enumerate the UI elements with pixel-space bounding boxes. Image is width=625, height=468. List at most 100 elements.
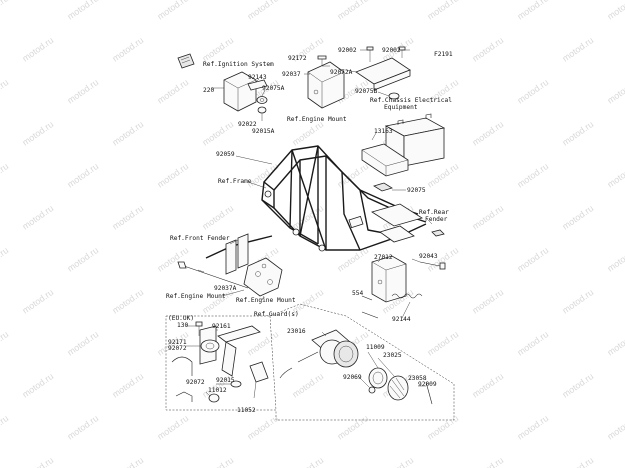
frame-down-tube-a [289,149,293,229]
leader-92075B [377,91,390,97]
leader-23058 [405,381,409,385]
leader-92075A [261,89,266,97]
label-92002-b: 92002 [382,47,401,54]
watermark-text: motod.ru [65,0,100,22]
bolt-130-head [195,321,203,327]
watermark-text: motod.ru [515,329,550,358]
watermark-text: motod.ru [0,413,10,442]
watermark-text: motod.ru [65,245,100,274]
watermark-text: motod.ru [605,329,625,358]
bolt-92043-shank [419,261,441,267]
ref-engine-mount-top: Ref.Engine Mount [287,116,347,123]
watermark-text: motod.ru [110,287,145,316]
leader-23025 [377,357,395,377]
pad-92075-shape [373,182,393,192]
spring-92144-coil [391,293,423,299]
grommet-92075A-hole [259,98,265,102]
ref-chassis-electrical-line1: Ref.Chassis Electrical [370,97,452,104]
bracket-92037-edges [307,71,345,108]
label-92015A: 92015A [252,128,275,135]
watermark-text: motod.ru [155,0,190,22]
connector-220-shape [177,53,195,69]
battery-assembly [361,113,446,192]
frame-lower-plate [379,225,415,243]
inset-outline [165,303,455,421]
watermark-text: motod.ru [515,77,550,106]
ref-guards: Ref.Guard(s) [254,311,299,318]
label-92037A: 92037A [214,285,237,292]
watermark-text: motod.ru [110,35,145,64]
watermark-text: motod.ru [560,119,595,148]
lens-ring-inner [372,371,384,385]
cdi-unit-edges [223,79,257,111]
battery-tray-13163 [361,143,409,177]
ref-frame: Ref.Frame [218,178,252,185]
watermark-text: motod.ru [245,0,280,22]
label-92043: 92043 [419,253,438,260]
leader-11009 [367,351,379,369]
label-92161: 92161 [212,323,231,330]
watermark-text: motod.ru [0,77,10,106]
label-13163: 13163 [374,128,393,135]
frame-lug-1 [264,190,272,198]
lamp-bezel [333,340,359,368]
screw-92009 [425,381,433,405]
grommet-92022-shape [257,106,267,114]
bracket-92143-shape [247,79,268,91]
long-bolt-head [177,261,187,269]
cover-92072A-side [373,69,411,91]
watermark-text: motod.ru [560,287,595,316]
label-92075A: 92075A [262,85,285,92]
watermark-text: motod.ru [200,455,235,468]
top-bracket-assembly [304,46,411,109]
watermark-text: motod.ru [470,455,505,468]
frame-lug-2 [292,228,300,236]
label-11052: 11052 [237,407,256,414]
watermark-text: motod.ru [20,119,55,148]
label-92075: 92075 [407,187,426,194]
bracket-27012-shape [371,255,407,303]
label-23025: 23025 [383,352,402,359]
leader-92143 [255,78,260,83]
bracket-92037-hole [313,89,319,95]
frame-bracket-box [348,215,364,229]
bolt-92002-a-head [366,46,374,51]
leader-engine-mount-bottom [261,295,265,301]
watermark-text: motod.ru [65,77,100,106]
pin-554-lower [361,311,379,319]
watermark-text: motod.ru [290,203,325,232]
ref-rear-fender-line2: Fender [425,216,448,223]
leader-11052 [253,381,257,399]
lens-ring-11009 [368,367,388,389]
guard-bushing [200,339,220,353]
battery-tray-edges [361,149,409,176]
watermark-text: motod.ru [290,455,325,468]
watermark-text: motod.ru [65,413,100,442]
watermark-text: motod.ru [20,203,55,232]
leader-engine-mount-left [221,289,245,297]
screw-92069 [368,386,376,394]
watermark-text: motod.ru [110,119,145,148]
main-frame [235,145,445,252]
watermark-text: motod.ru [110,371,145,400]
watermark-text: motod.ru [0,245,10,274]
watermark-text: motod.ru [200,119,235,148]
engine-mount-plate [243,257,283,297]
label-92072A: 92072A [330,69,353,76]
label-92002-a: 92002 [338,47,357,54]
long-bolt-92037A [183,265,249,289]
watermark-text: motod.ru [155,77,190,106]
leader-92069 [357,375,371,389]
label-23058: 23058 [408,375,427,382]
figure-code: F2191 [434,51,453,58]
watermark-text: motod.ru [605,77,625,106]
bracket-27012-edges [371,261,407,302]
bolt-92043-head [439,262,446,270]
lamp-bulb-seat [338,345,354,363]
leader-11012 [205,391,211,397]
ref-rear-fender-line1: Ref.Rear [419,209,449,216]
watermark-text: motod.ru [425,0,460,22]
pin-554 [361,295,373,301]
clip-92072-b [175,391,193,402]
